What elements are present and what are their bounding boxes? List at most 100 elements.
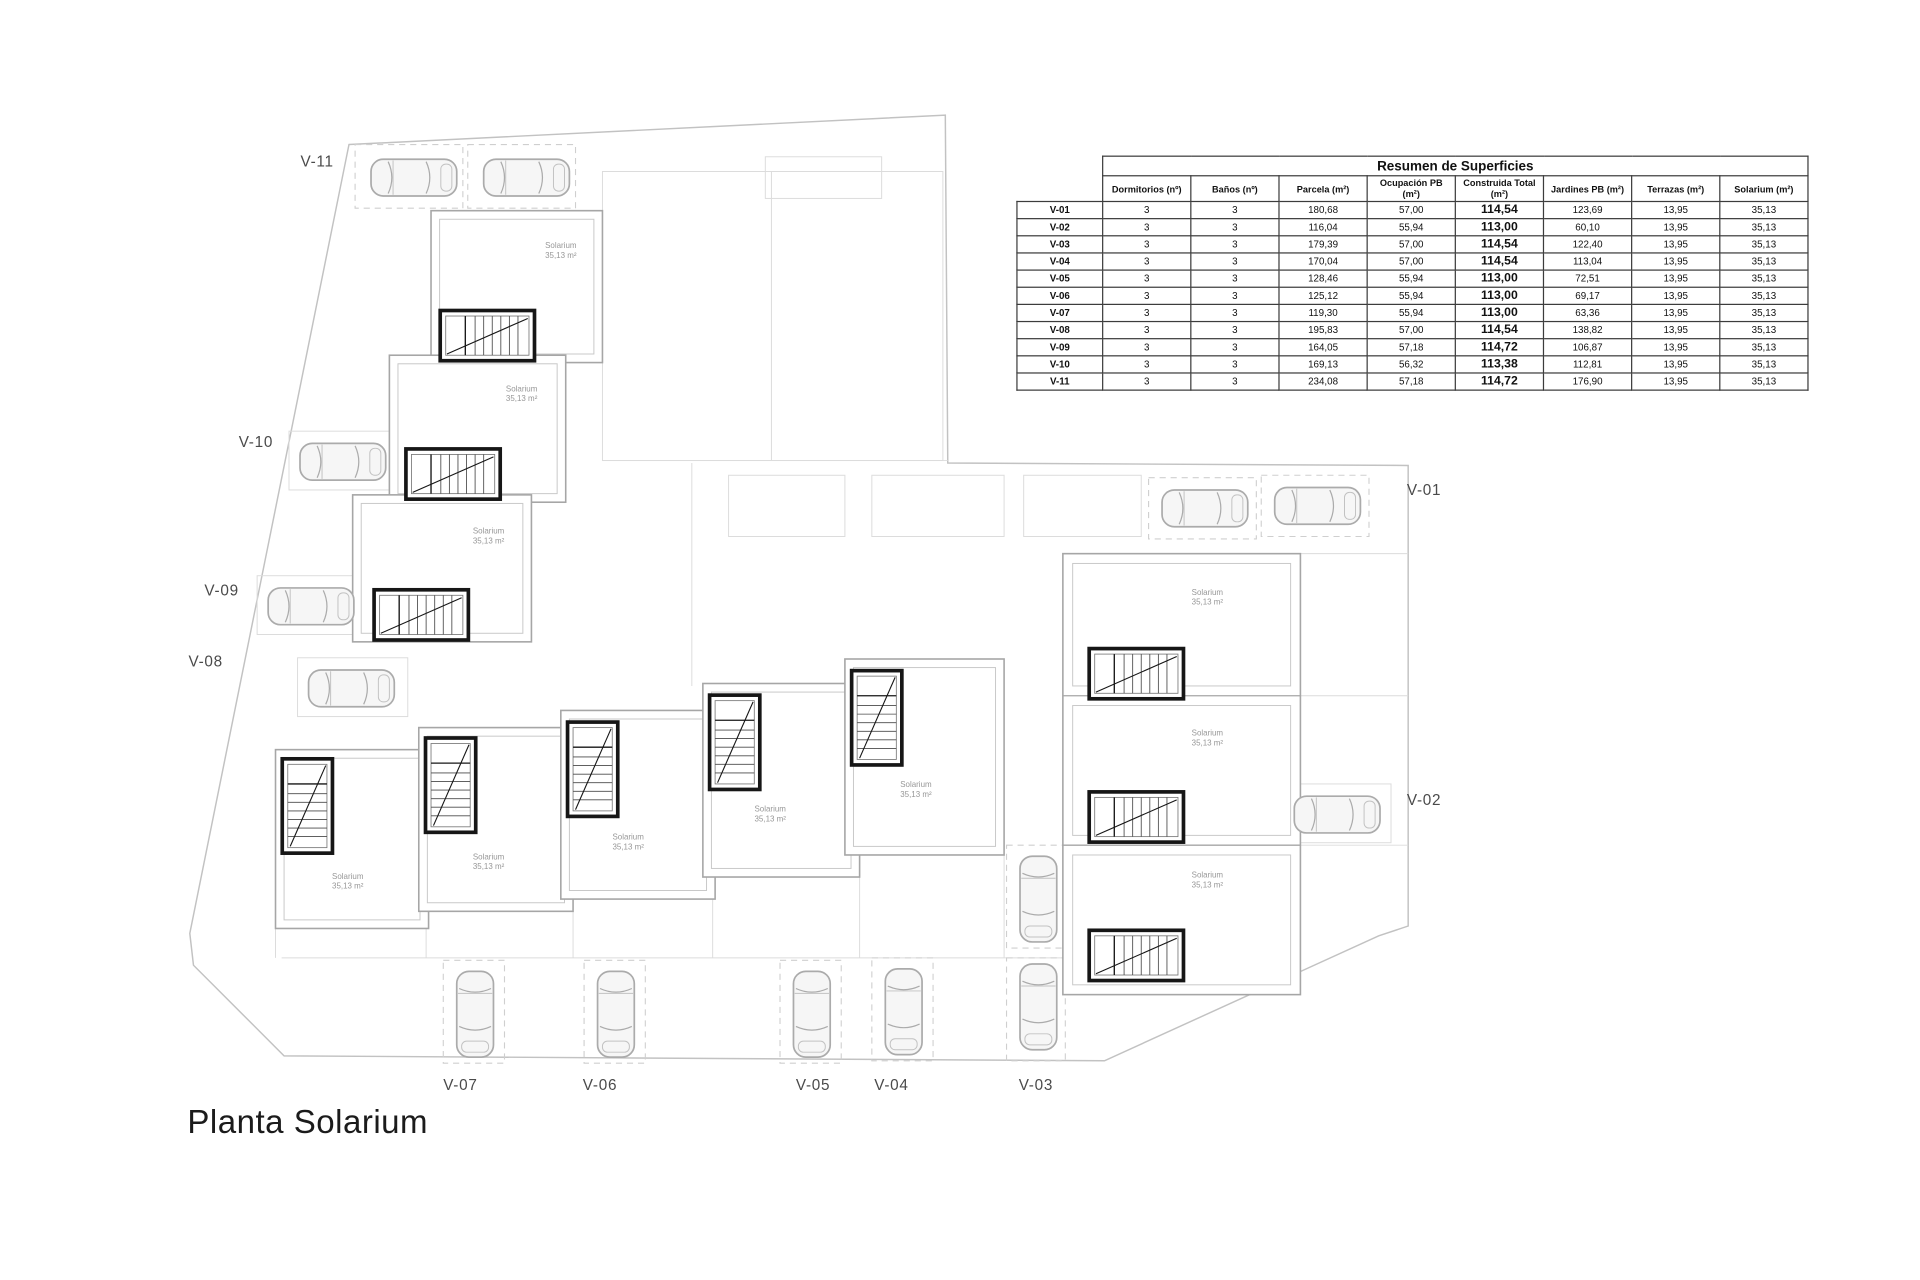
table-header-row: Dormitorios (nº)Baños (nº)Parcela (m²)Oc…: [1017, 175, 1809, 203]
value-cell: 3: [1102, 235, 1192, 254]
car-icon: [370, 158, 458, 197]
value-cell: 3: [1190, 338, 1280, 357]
car-icon: [1161, 489, 1249, 528]
value-cell: 13,95: [1631, 218, 1721, 237]
table-title-row: Resumen de Superficies: [1017, 155, 1809, 177]
car-icon: [299, 442, 387, 482]
car-icon: [884, 968, 923, 1056]
stair-icon: [1087, 790, 1186, 844]
site-boundary: [189, 114, 1409, 1062]
value-cell: 13,95: [1631, 303, 1721, 323]
value-cell: 114,54: [1454, 252, 1545, 271]
stair-icon: [1087, 646, 1186, 701]
value-cell: 13,95: [1631, 286, 1721, 306]
unit-id-cell: V-06: [1016, 286, 1104, 306]
value-cell: 3: [1190, 320, 1280, 340]
car-icon: [596, 970, 636, 1058]
value-cell: 57,00: [1366, 320, 1456, 340]
value-cell: 3: [1102, 269, 1192, 288]
value-cell: 113,00: [1454, 303, 1545, 323]
value-cell: 114,54: [1454, 200, 1545, 220]
value-cell: 179,39: [1278, 235, 1368, 254]
value-cell: 13,95: [1631, 355, 1721, 374]
value-cell: 13,95: [1631, 235, 1721, 254]
car-icon: [455, 970, 495, 1058]
value-cell: 125,12: [1278, 286, 1368, 306]
value-cell: 128,46: [1278, 269, 1368, 288]
value-cell: 56,32: [1366, 355, 1456, 374]
value-cell: 13,95: [1631, 200, 1721, 220]
value-cell: 113,00: [1454, 218, 1545, 237]
value-cell: 35,13: [1719, 303, 1809, 323]
table-title: Resumen de Superficies: [1102, 155, 1809, 177]
column-header: Parcela (m²): [1278, 175, 1368, 203]
value-cell: 55,94: [1366, 286, 1456, 306]
value-cell: 195,83: [1278, 320, 1368, 340]
value-cell: 3: [1102, 355, 1192, 374]
value-cell: 72,51: [1542, 269, 1633, 288]
value-cell: 3: [1190, 355, 1280, 374]
parking-bays: [354, 143, 1370, 1064]
column-header: Ocupación PB (m²): [1366, 175, 1456, 203]
page-title: Planta Solarium: [187, 1103, 429, 1141]
stair-icon: [565, 720, 620, 819]
column-header: Baños (nº): [1190, 175, 1280, 203]
value-cell: 176,90: [1542, 372, 1633, 391]
value-cell: 35,13: [1719, 200, 1809, 220]
value-cell: 69,17: [1542, 286, 1633, 306]
value-cell: 13,95: [1631, 269, 1721, 288]
unit-id-cell: V-04: [1016, 252, 1104, 271]
value-cell: 114,72: [1454, 338, 1545, 357]
summary-table: Resumen de Superficies Dormitorios (nº)B…: [1016, 155, 1809, 391]
value-cell: 113,00: [1454, 286, 1545, 306]
stair-icon: [707, 693, 762, 792]
value-cell: 138,82: [1542, 320, 1633, 340]
value-cell: 3: [1102, 218, 1192, 237]
stair-icon: [423, 736, 478, 835]
value-cell: 13,95: [1631, 320, 1721, 340]
value-cell: 57,00: [1366, 200, 1456, 220]
unit-id-cell: V-07: [1016, 303, 1104, 323]
car-icon: [1019, 855, 1058, 943]
stair-icon: [438, 308, 537, 363]
value-cell: 35,13: [1719, 252, 1809, 271]
value-cell: 113,38: [1454, 355, 1545, 374]
car-icon: [1293, 795, 1381, 834]
value-cell: 3: [1102, 372, 1192, 391]
value-cell: 35,13: [1719, 338, 1809, 357]
value-cell: 55,94: [1366, 269, 1456, 288]
stair-icon: [372, 587, 471, 642]
value-cell: 114,72: [1454, 372, 1545, 391]
value-cell: 57,00: [1366, 252, 1456, 271]
value-cell: 180,68: [1278, 200, 1368, 220]
stair-icon: [1087, 928, 1186, 983]
value-cell: 3: [1102, 252, 1192, 271]
value-cell: 13,95: [1631, 252, 1721, 271]
car-icon: [792, 970, 832, 1058]
column-header: Jardines PB (m²): [1542, 175, 1633, 203]
value-cell: 106,87: [1542, 338, 1633, 357]
blank-cell: [1017, 156, 1103, 176]
column-header: Solarium (m²): [1719, 175, 1809, 203]
value-cell: 3: [1102, 303, 1192, 323]
value-cell: 55,94: [1366, 218, 1456, 237]
value-cell: 114,54: [1454, 235, 1545, 254]
value-cell: 57,18: [1366, 338, 1456, 357]
stair-icon: [404, 447, 503, 501]
value-cell: 3: [1190, 286, 1280, 306]
unit-id-cell: V-05: [1016, 269, 1104, 288]
value-cell: 3: [1102, 286, 1192, 306]
